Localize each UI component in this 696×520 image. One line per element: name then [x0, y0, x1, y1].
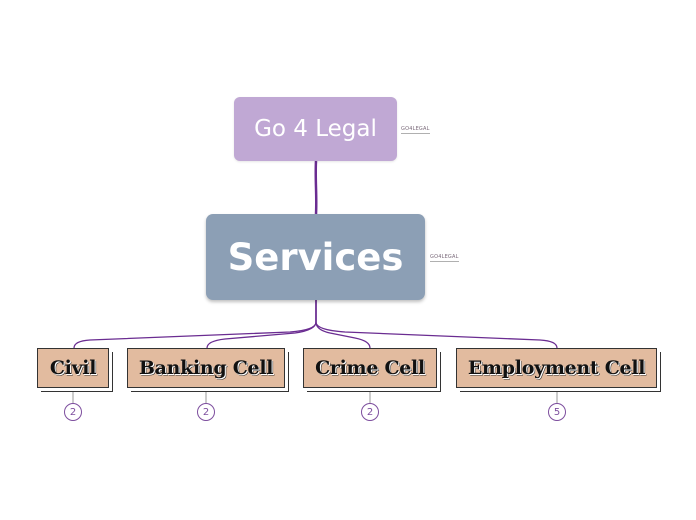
- root-connector: [314, 160, 318, 215]
- branch-node-employment-cell[interactable]: Employment Cell: [456, 348, 657, 388]
- child-count-badge-banking[interactable]: 2: [197, 403, 215, 421]
- child-count: 2: [69, 406, 77, 418]
- logo-image: GO4LEGAL: [401, 126, 430, 134]
- child-count: 2: [202, 406, 210, 418]
- logo-text: GO4LEGAL: [430, 254, 459, 260]
- child-count-badge-crime[interactable]: 2: [361, 403, 379, 421]
- child-count-badge-employment[interactable]: 5: [548, 403, 566, 421]
- logo-text: GO4LEGAL: [401, 126, 430, 132]
- branch-label: Crime Cell: [315, 357, 425, 379]
- root-node-label: Go 4 Legal: [254, 116, 377, 142]
- branch-connector-civil: [73, 300, 317, 349]
- branch-connector-crime: [315, 300, 371, 349]
- branch-label: Banking Cell: [138, 357, 274, 379]
- branch-node-banking-cell[interactable]: Banking Cell: [127, 348, 285, 388]
- branch-connector-banking: [206, 300, 317, 349]
- root-node-go4legal[interactable]: Go 4 Legal: [234, 97, 397, 161]
- child-count: 5: [553, 406, 561, 418]
- logo-image: GO4LEGAL: [430, 254, 459, 262]
- central-node-label: Services: [227, 235, 404, 279]
- child-count: 2: [366, 406, 374, 418]
- central-node-services[interactable]: Services: [206, 214, 425, 300]
- branch-label: Employment Cell: [467, 357, 646, 379]
- child-count-badge-civil[interactable]: 2: [64, 403, 82, 421]
- branch-node-crime-cell[interactable]: Crime Cell: [303, 348, 437, 388]
- branch-connector-employment: [315, 300, 558, 349]
- branch-node-civil[interactable]: Civil: [37, 348, 109, 388]
- branch-label: Civil: [49, 357, 97, 379]
